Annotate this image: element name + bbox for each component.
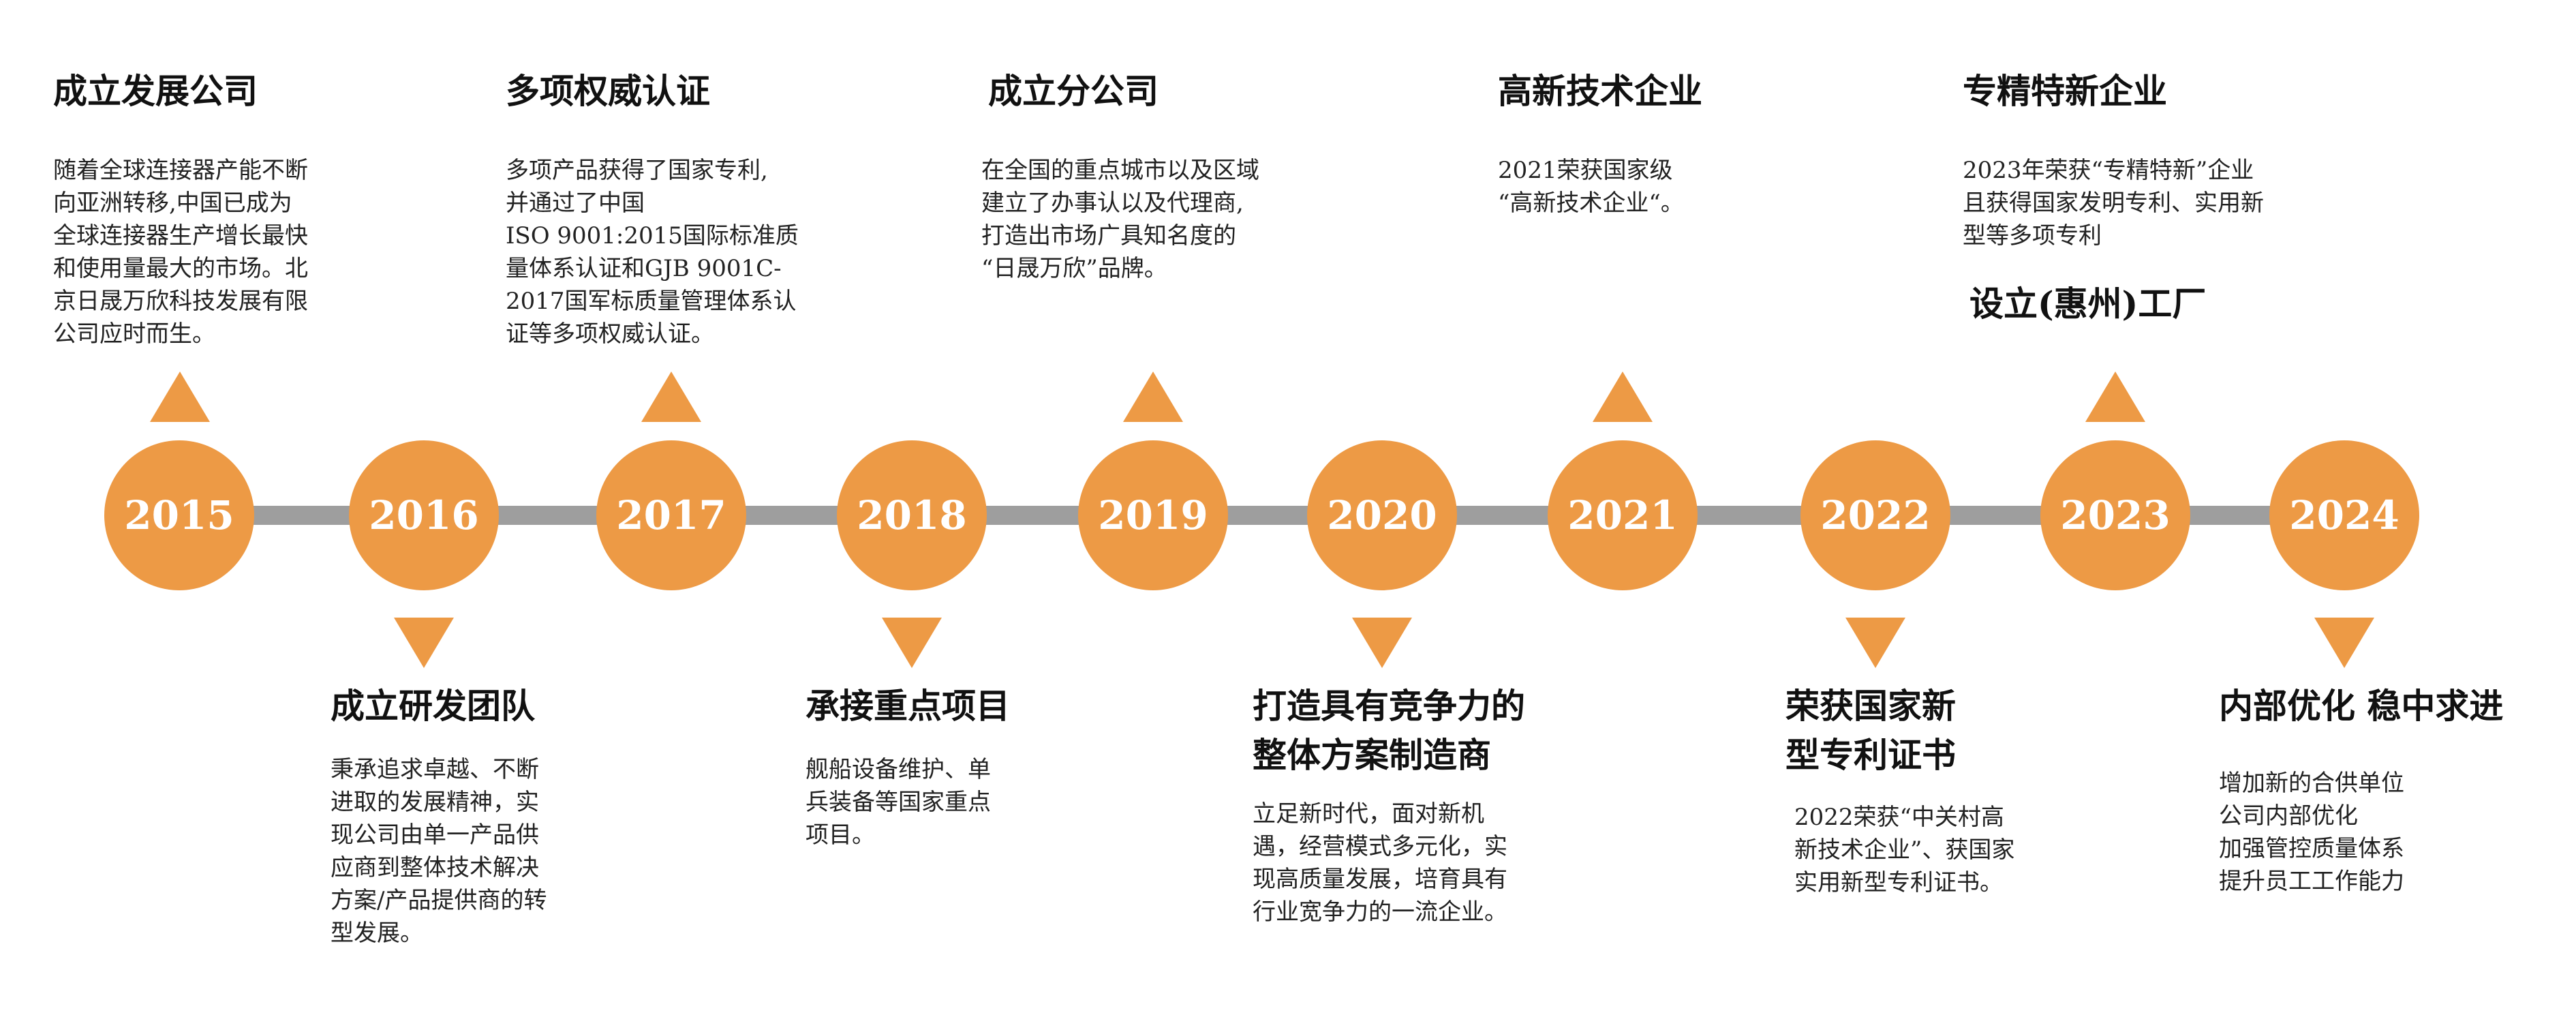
year-node-2024: 2024 bbox=[2269, 440, 2419, 590]
year-node-2019: 2019 bbox=[1078, 440, 1228, 590]
event-desc-2020: 立足新时代，面对新机 遇，经营模式多元化，实 现高质量发展，培育具有 行业宽争力… bbox=[1253, 800, 1507, 926]
pointer-down-2016 bbox=[394, 618, 454, 668]
year-label: 2015 bbox=[124, 492, 234, 539]
event-title-2017: 多项权威认证 bbox=[506, 71, 710, 111]
event-extra-2023: 设立(惠州)工厂 bbox=[1969, 284, 2207, 324]
timeline-track bbox=[136, 506, 2358, 525]
pointer-up-2021 bbox=[1593, 372, 1653, 422]
event-desc-2015: 随着全球连接器产能不断 向亚洲转移,中国已成为 全球连接器生产增长最快 和使用量… bbox=[53, 157, 308, 348]
year-node-2021: 2021 bbox=[1548, 440, 1698, 590]
event-title-2023: 专精特新企业 bbox=[1963, 71, 2167, 111]
year-node-2020: 2020 bbox=[1307, 440, 1457, 590]
event-desc-2023: 2023年荣获“专精特新”企业 且获得国家发明专利、实用新 型等多项专利 bbox=[1963, 157, 2264, 249]
event-title-2024: 内部优化 稳中求进 bbox=[2219, 686, 2504, 726]
pointer-down-2018 bbox=[882, 618, 942, 668]
year-label: 2020 bbox=[1327, 492, 1437, 539]
event-title-2021: 高新技术企业 bbox=[1498, 71, 1702, 111]
year-node-2022: 2022 bbox=[1800, 440, 1950, 590]
year-node-2016: 2016 bbox=[349, 440, 499, 590]
pointer-down-2022 bbox=[1845, 618, 1905, 668]
event-title-2015: 成立发展公司 bbox=[53, 71, 258, 111]
event-desc-2024: 增加新的合供单位 公司内部优化 加强管控质量体系 提升员工工作能力 bbox=[2219, 770, 2404, 895]
year-label: 2024 bbox=[2289, 492, 2399, 539]
year-label: 2022 bbox=[1820, 492, 1931, 539]
event-desc-2022: 2022荣获“中关村高 新技术企业”、获国家 实用新型专利证书。 bbox=[1794, 804, 2015, 896]
year-node-2015: 2015 bbox=[104, 440, 254, 590]
year-label: 2016 bbox=[369, 492, 479, 539]
year-label: 2023 bbox=[2060, 492, 2171, 539]
pointer-down-2024 bbox=[2314, 618, 2374, 668]
year-label: 2018 bbox=[857, 492, 967, 539]
event-desc-2019: 在全国的重点城市以及区域 建立了办事认以及代理商, 打造出市场广具知名度的 “日… bbox=[981, 157, 1259, 282]
event-desc-2018: 舰船设备维护、单 兵装备等国家重点 项目。 bbox=[806, 756, 991, 849]
pointer-down-2020 bbox=[1352, 618, 1412, 668]
year-node-2018: 2018 bbox=[837, 440, 987, 590]
event-title-2022: 荣获国家新 型专利证书 bbox=[1785, 686, 1956, 775]
pointer-up-2023 bbox=[2085, 372, 2145, 422]
year-label: 2021 bbox=[1567, 492, 1678, 539]
pointer-up-2015 bbox=[150, 372, 210, 422]
year-node-2023: 2023 bbox=[2040, 440, 2190, 590]
event-title-2020: 打造具有竞争力的 整体方案制造商 bbox=[1253, 686, 1525, 775]
event-title-2018: 承接重点项目 bbox=[806, 686, 1010, 726]
event-title-2019: 成立分公司 bbox=[988, 71, 1159, 111]
pointer-up-2019 bbox=[1123, 372, 1183, 422]
year-node-2017: 2017 bbox=[596, 440, 746, 590]
event-desc-2017: 多项产品获得了国家专利, 并通过了中国 ISO 9001:2015国际标准质 量… bbox=[506, 157, 799, 348]
event-desc-2021: 2021荣获国家级 “高新技术企业“。 bbox=[1498, 157, 1684, 217]
pointer-up-2017 bbox=[641, 372, 701, 422]
year-label: 2017 bbox=[616, 492, 726, 539]
year-label: 2019 bbox=[1098, 492, 1208, 539]
event-desc-2016: 秉承追求卓越、不断 进取的发展精神，实 现公司由单一产品供 应商到整体技术解决 … bbox=[331, 756, 547, 947]
event-title-2016: 成立研发团队 bbox=[331, 686, 535, 726]
